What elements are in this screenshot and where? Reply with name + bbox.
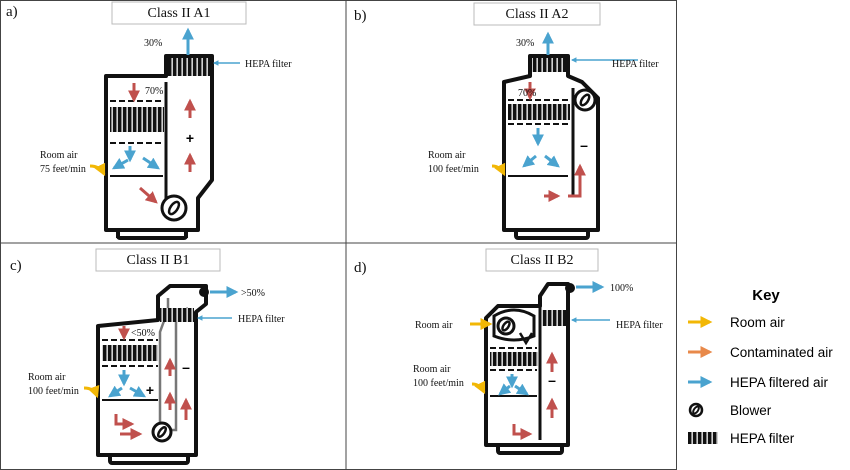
legend-label: Room air <box>730 315 785 330</box>
room-air-speed: 75 feet/min <box>40 164 86 175</box>
room-air-arrow <box>491 162 506 177</box>
pressure-sign: – <box>548 372 556 388</box>
cabinet-outline <box>96 284 208 465</box>
cabinet-outline <box>104 54 214 240</box>
legend-item-hepa-filtered-air: HEPA filtered air <box>688 375 829 390</box>
panel-c: c) Class II B1 + – >50% HEPA filter <50% <box>10 248 285 465</box>
legend-item-contaminated-air: Contaminated air <box>688 345 833 360</box>
legend: Key Room air Contaminated air HEPA filte… <box>688 287 833 446</box>
room-air-label: Room air <box>413 364 451 375</box>
hepa-label: HEPA filter <box>616 320 663 331</box>
hepa-filter-icon <box>110 107 164 132</box>
room-air-label: Room air <box>428 150 466 161</box>
pressure-sign-minus: – <box>182 359 190 375</box>
room-air-speed: 100 feet/min <box>28 386 79 397</box>
pressure-sign: – <box>580 137 588 153</box>
hepa-filter-icon <box>102 345 158 361</box>
legend-label: Contaminated air <box>730 345 833 360</box>
hepa-filter-icon <box>508 104 570 120</box>
hepa-filter-icon <box>532 58 566 72</box>
pressure-sign: + <box>186 130 194 146</box>
panel-letter: a) <box>6 4 18 20</box>
blower-icon <box>492 283 575 346</box>
inflow-label: 70% <box>518 88 536 99</box>
hepa-filter-icon <box>168 58 210 76</box>
legend-item-blower: Blower <box>688 402 772 418</box>
panel-title-box <box>485 248 599 272</box>
blower-icon <box>688 402 704 418</box>
hepa-label: HEPA filter <box>245 59 292 70</box>
panel-letter: b) <box>354 8 367 24</box>
exhaust-label: >50% <box>241 288 265 299</box>
panel-title-box <box>95 248 221 272</box>
panel-title: Class II A2 <box>506 7 569 22</box>
legend-label: HEPA filtered air <box>730 375 829 390</box>
panel-title: Class II B2 <box>511 253 574 268</box>
inflow-label: 70% <box>145 86 163 97</box>
legend-label: HEPA filter <box>730 431 795 446</box>
cabinet-outline <box>502 54 600 240</box>
room-air-arrow <box>89 162 106 177</box>
blower-icon <box>151 287 209 443</box>
panel-letter: d) <box>354 260 367 276</box>
hepa-filter-icon <box>542 310 566 326</box>
panel-b: b) Class II A2 – 30% HEPA filter 70% Roo… <box>354 2 659 240</box>
room-air-arrow <box>83 384 100 399</box>
exhaust-label: 100% <box>610 283 633 294</box>
room-air-speed: 100 feet/min <box>428 164 479 175</box>
panel-title-box <box>473 2 601 26</box>
inflow-label: <50% <box>131 328 155 339</box>
hepa-label: HEPA filter <box>238 314 285 325</box>
room-air-top-label: Room air <box>415 320 453 331</box>
panel-title: Class II A1 <box>148 6 211 21</box>
legend-item-room-air: Room air <box>688 315 785 330</box>
panel-grid <box>0 0 677 470</box>
legend-item-hepa-filter: HEPA filter <box>688 431 795 446</box>
legend-label: Blower <box>730 403 772 418</box>
panel-title: Class II B1 <box>127 253 190 268</box>
hepa-label: HEPA filter <box>612 59 659 70</box>
room-air-arrow <box>471 380 486 395</box>
pressure-sign-plus: + <box>146 382 154 398</box>
panel-title-box <box>111 1 247 25</box>
room-air-label: Room air <box>28 372 66 383</box>
room-air-label: Room air <box>40 150 78 161</box>
panel-d: d) Class II B2 – 100% HEPA filter Room a… <box>354 248 663 455</box>
exhaust-label: 30% <box>144 38 162 49</box>
cabinet-outline <box>484 282 570 455</box>
blower-icon <box>160 194 188 222</box>
room-air-speed: 100 feet/min <box>413 378 464 389</box>
legend-title: Key <box>752 287 780 304</box>
blower-icon <box>573 88 597 112</box>
hepa-filter-icon <box>490 352 538 366</box>
panel-a: a) Class II A1 + 30% HEPA filter 70% <box>6 1 292 240</box>
hepa-filter-icon <box>688 432 718 444</box>
hepa-filter-icon <box>160 308 194 322</box>
panel-letter: c) <box>10 258 22 274</box>
exhaust-label: 30% <box>516 38 534 49</box>
